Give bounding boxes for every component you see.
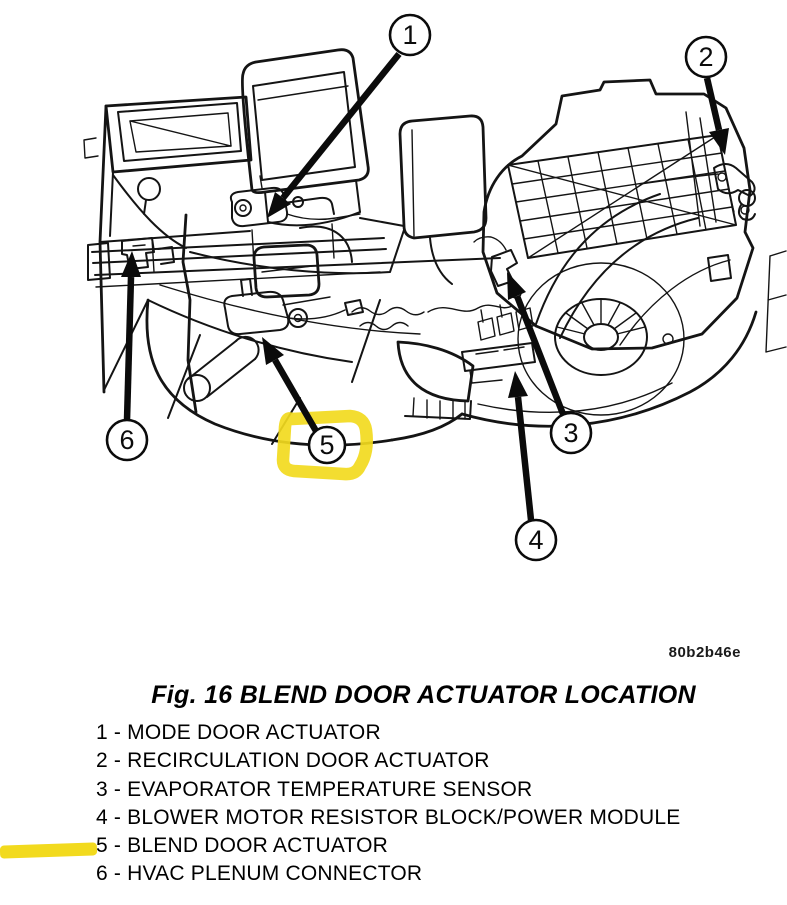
legend-item-5: 5 - BLEND DOOR ACTUATOR	[96, 832, 680, 860]
callout-4: 4	[514, 518, 558, 562]
callout-2: 2	[684, 35, 728, 79]
arrow-to-item-3	[507, 272, 567, 416]
callout-arrows	[121, 51, 729, 521]
callout-5-number: 5	[319, 430, 334, 460]
defroster-duct	[241, 48, 370, 227]
legend-separator: -	[107, 777, 128, 801]
highlighter-loop-callout-5	[276, 409, 373, 481]
legend-item-6-number: 6	[96, 862, 108, 886]
legend-item-6-label: HVAC PLENUM CONNECTOR	[127, 862, 423, 886]
callout-1: 1	[388, 13, 432, 57]
legend-separator: -	[107, 862, 128, 886]
legend-highlighter-mark	[0, 842, 98, 859]
recirculation-door-actuator	[639, 163, 756, 221]
figure-legend: 1 - MODE DOOR ACTUATOR 2 - RECIRCULATION…	[96, 719, 680, 889]
arrow-to-item-6	[121, 251, 141, 421]
hvac-line-art	[83, 48, 787, 447]
blend-door-actuator	[183, 278, 364, 402]
legend-separator: -	[107, 805, 128, 829]
callout-balloons: 1 2 3 4 5 6	[105, 13, 728, 562]
figure-code: 80b2b46e	[669, 644, 741, 661]
callout-3: 3	[549, 411, 593, 455]
arrow-to-item-4	[508, 371, 535, 521]
legend-separator: -	[107, 721, 128, 744]
figure-caption: Fig. 16 BLEND DOOR ACTUATOR LOCATION	[151, 681, 696, 709]
legend-item-1-number: 1	[96, 721, 108, 744]
arrow-to-item-5	[262, 337, 319, 433]
legend-item-2-label: RECIRCULATION DOOR ACTUATOR	[127, 749, 490, 773]
legend-item-2-number: 2	[96, 749, 108, 773]
legend-item-5-label: BLEND DOOR ACTUATOR	[127, 834, 389, 858]
callout-5: 5	[307, 425, 347, 465]
callout-6: 6	[105, 418, 149, 462]
plenum-connector	[121, 237, 175, 270]
legend-separator: -	[107, 749, 128, 773]
callout-2-number: 2	[698, 42, 713, 72]
legend-item-4-label: BLOWER MOTOR RESISTOR BLOCK/POWER MODULE	[127, 805, 681, 829]
legend-item-2: 2 - RECIRCULATION DOOR ACTUATOR	[96, 747, 680, 775]
legend-item-1: 1 - MODE DOOR ACTUATOR	[96, 719, 680, 747]
arrow-to-item-1	[267, 51, 402, 218]
right-panel-edge	[765, 250, 787, 353]
mode-door-actuator	[229, 175, 361, 228]
legend-item-3-number: 3	[96, 777, 108, 801]
legend-item-3: 3 - EVAPORATOR TEMPERATURE SENSOR	[96, 776, 680, 804]
legend-item-4-number: 4	[96, 805, 108, 829]
legend-item-6: 6 - HVAC PLENUM CONNECTOR	[96, 860, 680, 888]
blower-resistor-area	[351, 299, 536, 420]
callout-1-number: 1	[402, 20, 417, 50]
callout-4-number: 4	[528, 525, 543, 555]
hvac-assembly-diagram: 1 2 3 4 5 6 80b2b46e	[83, 13, 787, 661]
callout-6-number: 6	[119, 425, 134, 455]
legend-item-3-label: EVAPORATOR TEMPERATURE SENSOR	[127, 777, 533, 801]
legend-separator: -	[107, 834, 128, 858]
callout-3-number: 3	[563, 418, 578, 448]
evaporator-temp-sensor	[473, 236, 518, 287]
legend-item-1-label: MODE DOOR ACTUATOR	[127, 721, 381, 744]
arrow-to-item-2	[703, 77, 729, 155]
main-housing	[103, 174, 464, 447]
legend-item-5-number: 5	[96, 834, 108, 858]
legend-item-4: 4 - BLOWER MOTOR RESISTOR BLOCK/POWER MO…	[96, 804, 680, 832]
